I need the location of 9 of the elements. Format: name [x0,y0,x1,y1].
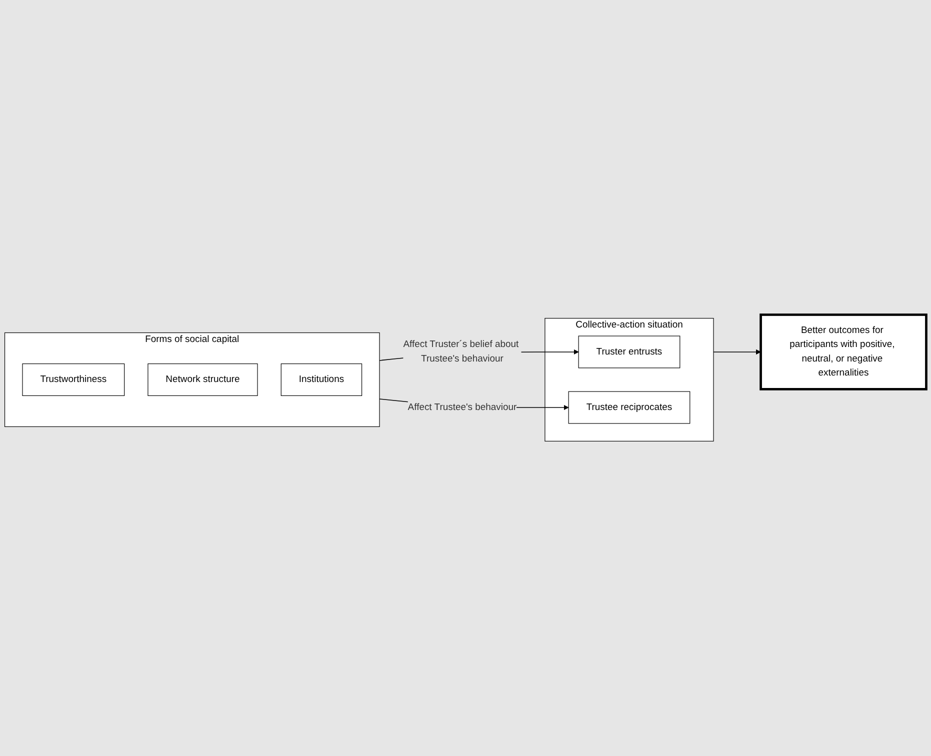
node-box: Better outcomes for participants with positive, neutral, or negative externalities [760,314,928,390]
node-box: Truster entrusts [578,336,680,368]
node-box: Network structure [148,364,258,396]
arrow [713,349,762,355]
edge-label: Affect Trustee's behaviour [408,402,517,412]
node-box: Trustworthiness [22,364,125,396]
node-box: Institutions [280,364,362,396]
node-box: Trustee reciprocates [568,391,690,424]
edge-label: Affect Truster´s belief about Trustee's behaviour [403,340,519,364]
